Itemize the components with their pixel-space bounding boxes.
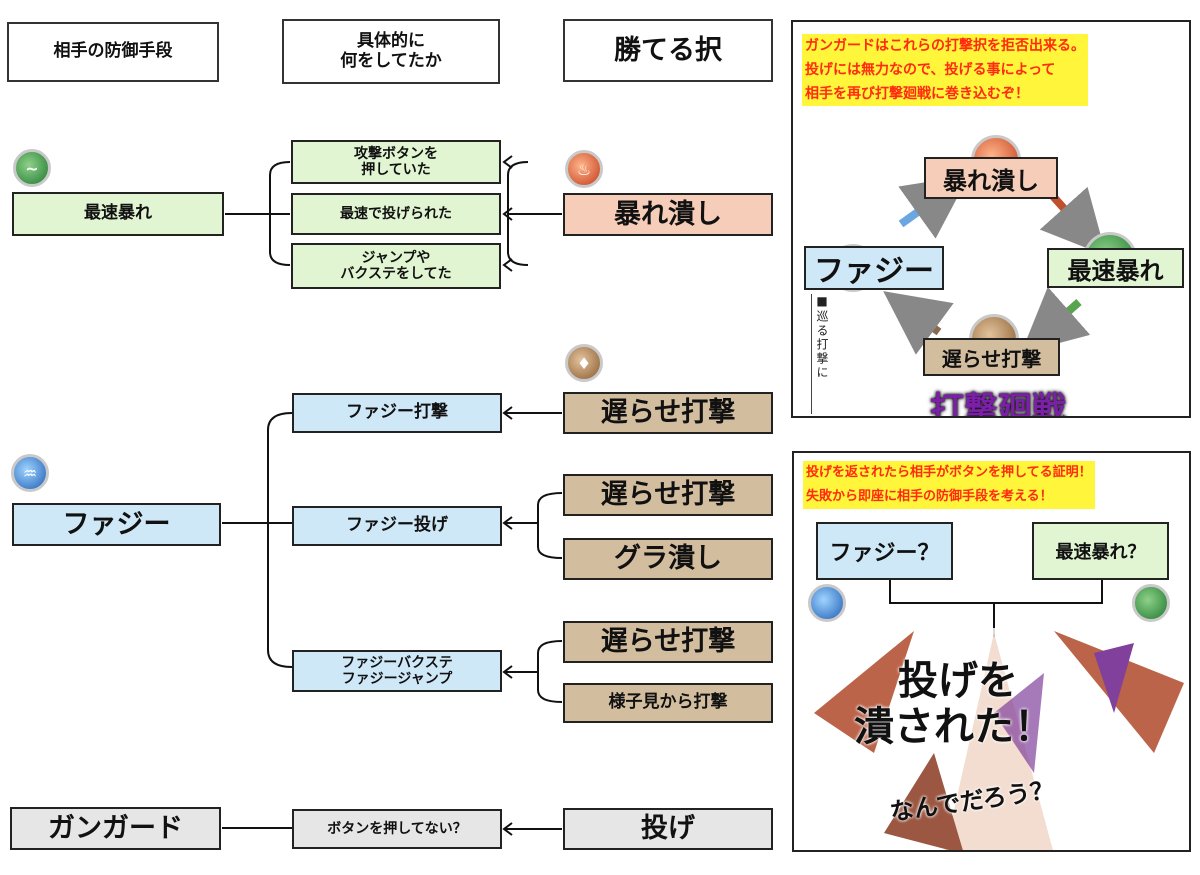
row3-defense-box: ガンガード	[10, 807, 221, 850]
note-line: 相手を再び打撃廻戦に巻き込むぞ！	[805, 86, 1029, 102]
tech-lines	[794, 580, 1189, 850]
tech-shout: 投げを 潰された！	[854, 658, 1154, 750]
row2-answer-box: 遅らせ打撃	[563, 621, 773, 663]
fire-orb-icon: ♨	[565, 150, 603, 188]
row1-answer-box: 暴れ潰し	[563, 193, 773, 236]
cycle-bottom-box: 遅らせ打撃	[923, 338, 1060, 376]
cycle-left-box: ファジー	[804, 246, 944, 290]
row3-answer-box: 投げ	[563, 808, 773, 850]
header-winning: 勝てる択	[563, 19, 773, 82]
row2-action-box: ファジー投げ	[292, 506, 502, 546]
note-line: ガンガードはこれらの打撃択を拒否出来る。	[805, 38, 1085, 54]
tech-left-box: ファジー？	[816, 522, 953, 580]
row1-action-box: 最速で投げられた	[291, 193, 501, 235]
note-line: 投げを返されたら相手がボタンを押してる証明！	[806, 465, 1092, 480]
row1-action-box: 攻撃ボタンを 押していた	[291, 140, 501, 184]
cycle-arrows	[883, 175, 1107, 355]
header-defense: 相手の防御手段	[7, 22, 219, 82]
row2-action-box: ファジーバクステ ファジージャンプ	[292, 650, 502, 692]
row2-action-box: ファジー打撃	[292, 393, 502, 433]
cycle-note: ガンガードはこれらの打撃択を拒否出来る。 投げには無力なので、投げる事によって …	[802, 34, 1088, 106]
row1-defense-box: 最速暴れ	[12, 192, 224, 236]
header-action: 具体的に 何をしてたか	[282, 19, 500, 84]
note-line: 失敗から即座に相手の防御手段を考える！	[806, 489, 1053, 504]
note-line: 投げには無力なので、投げる事によって	[805, 62, 1056, 78]
tech-right-box: 最速暴れ？	[1032, 522, 1169, 580]
row2-answer-box: グラ潰し	[563, 538, 773, 580]
water-orb-icon	[808, 584, 846, 622]
shout-line-2: 潰された！	[854, 704, 1054, 750]
row3-action-box: ボタンを押してない？	[292, 809, 502, 849]
green-swirl-orb-icon: ~	[13, 149, 51, 187]
earth-orb-icon: ♦	[565, 344, 603, 382]
row2-answer-box: 遅らせ打撃	[563, 392, 773, 434]
cycle-right-box: 最速暴れ	[1047, 248, 1184, 288]
row2-answer-box: 様子見から打撃	[563, 683, 773, 723]
row1-action-box: ジャンプや バクステをしてた	[291, 243, 501, 289]
row2-defense-box: ファジー	[12, 503, 221, 546]
row2-answer-box: 遅らせ打撃	[563, 474, 773, 516]
tech-note: 投げを返されたら相手がボタンを押してる証明！ 失敗から即座に相手の防御手段を考え…	[803, 461, 1095, 509]
tech-panel: 投げを返されたら相手がボタンを押してる証明！ 失敗から即座に相手の防御手段を考え…	[792, 451, 1191, 852]
cycle-top-box: 暴れ潰し	[924, 157, 1058, 199]
green-swirl-orb-icon	[1132, 584, 1170, 622]
shout-line-1: 投げを	[898, 658, 1018, 704]
cycle-panel: ガンガードはこれらの打撃択を拒否出来る。 投げには無力なので、投げる事によって …	[791, 20, 1191, 418]
water-orb-icon: ♒	[11, 454, 49, 492]
cycle-title: 打撃廻戦	[930, 390, 1066, 418]
side-caption: ■巡る打撃に	[811, 294, 831, 414]
